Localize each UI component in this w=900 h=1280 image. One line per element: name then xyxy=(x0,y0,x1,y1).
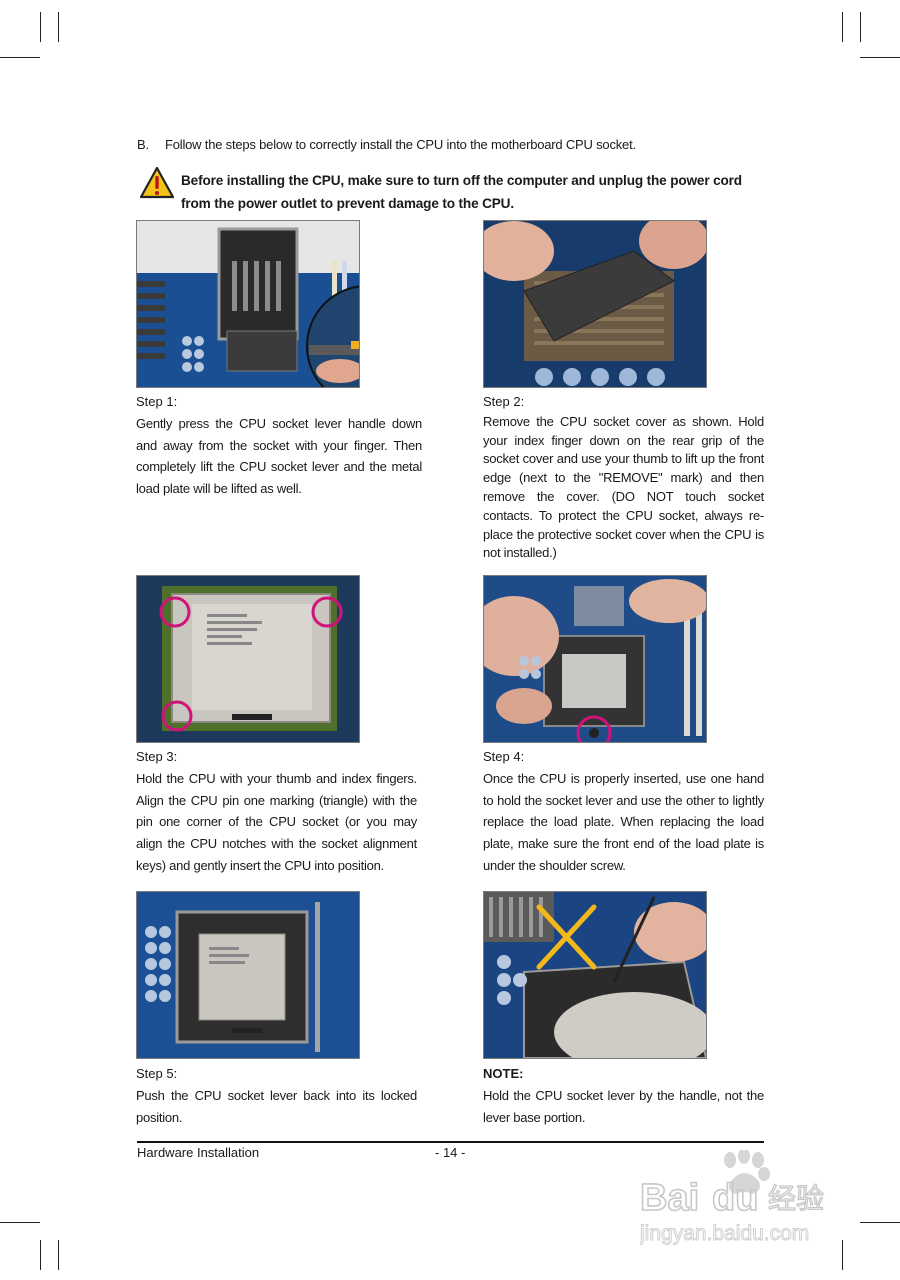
crop-mark xyxy=(40,1240,41,1270)
step-1-body: Gently press the CPU socket lever handle… xyxy=(136,415,422,497)
footer-section: Hardware Installation xyxy=(137,1145,260,1160)
step-4-photo xyxy=(483,575,707,743)
step-5-body: Push the CPU socket lever back into its … xyxy=(136,1087,417,1125)
intro-text: Follow the steps below to correctly inst… xyxy=(165,137,636,152)
crop-mark xyxy=(58,12,59,42)
step-4-caption: Step 4: Once the CPU is properly inserte… xyxy=(483,746,764,877)
step-4-body: Once the CPU is properly inserted, use o… xyxy=(483,770,764,873)
intro-line: B. Follow the steps below to correctly in… xyxy=(137,137,636,152)
step-2-body: Remove the CPU socket cover as shown. Ho… xyxy=(483,413,764,561)
crop-mark xyxy=(860,12,861,42)
svg-text:经验: 经验 xyxy=(768,1182,824,1215)
step-2-caption: Step 2: Remove the CPU socket cover as s… xyxy=(483,391,764,563)
crop-mark xyxy=(58,1240,59,1270)
crop-mark xyxy=(0,57,40,58)
page-number: - 14 - xyxy=(435,1145,466,1160)
step-1-caption: Step 1: Gently press the CPU socket leve… xyxy=(136,391,422,500)
crop-mark xyxy=(842,1240,843,1270)
note-caption: NOTE: Hold the CPU socket lever by the h… xyxy=(483,1063,764,1128)
footer-rule xyxy=(137,1141,764,1143)
note-photo xyxy=(483,891,707,1059)
step-1-title: Step 1: xyxy=(136,394,178,409)
step-5-caption: Step 5: Push the CPU socket lever back i… xyxy=(136,1063,417,1128)
note-title: NOTE: xyxy=(483,1066,524,1081)
svg-text:du: du xyxy=(712,1177,758,1219)
svg-text:jingyan.baidu.com: jingyan.baidu.com xyxy=(640,1222,809,1245)
step-5-photo xyxy=(136,891,360,1059)
svg-text:Bai: Bai xyxy=(640,1177,699,1219)
crop-mark xyxy=(860,1222,900,1223)
note-body: Hold the CPU socket lever by the handle,… xyxy=(483,1087,764,1125)
crop-mark xyxy=(0,1222,40,1223)
step-4-title: Step 4: xyxy=(483,749,525,764)
step-3-body: Hold the CPU with your thumb and index f… xyxy=(136,770,417,873)
step-1-photo xyxy=(136,220,360,388)
crop-mark xyxy=(842,12,843,42)
crop-mark xyxy=(860,57,900,58)
warning-text: Before installing the CPU, make sure to … xyxy=(181,173,742,211)
warning-triangle-icon xyxy=(139,166,175,200)
list-marker: B. xyxy=(137,137,149,152)
step-2-photo xyxy=(483,220,707,388)
step-3-title: Step 3: xyxy=(136,749,178,764)
baidu-watermark-logo: Bai du 经验 jingyan.baidu.com xyxy=(639,1148,850,1250)
step-5-title: Step 5: xyxy=(136,1066,178,1081)
step-2-title: Step 2: xyxy=(483,394,525,409)
step-3-photo xyxy=(136,575,360,743)
crop-mark xyxy=(40,12,41,42)
step-3-caption: Step 3: Hold the CPU with your thumb and… xyxy=(136,746,417,877)
